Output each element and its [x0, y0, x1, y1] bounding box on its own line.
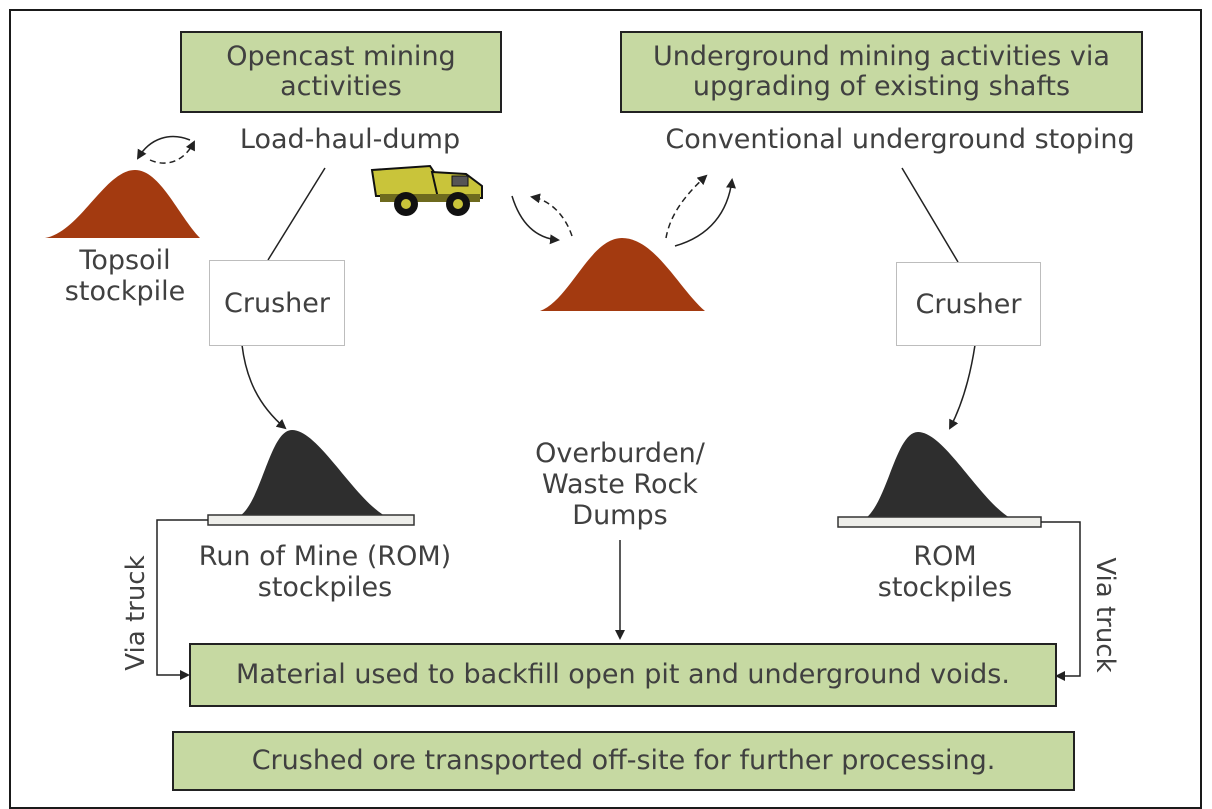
- haul-truck-icon: [370, 164, 483, 216]
- rom-right-label: ROM stockpiles: [877, 541, 1013, 603]
- underground-mining-box: Underground mining activities via upgrad…: [620, 31, 1143, 113]
- overburden-label: Overburden/ Waste Rock Dumps: [535, 438, 705, 531]
- waste-rock-pile-icon: [540, 238, 705, 311]
- conventional-stoping-label: Conventional underground stoping: [665, 124, 1135, 155]
- crusher-right-box: Crusher: [896, 262, 1041, 346]
- load-haul-dump-label: Load-haul-dump: [239, 124, 461, 155]
- backfill-box: Material used to backfill open pit and u…: [189, 643, 1057, 707]
- crusher-left-label: Crusher: [224, 287, 330, 319]
- underground-mining-text: Underground mining activities via upgrad…: [653, 41, 1110, 102]
- connector-layer: [45, 135, 1081, 681]
- rom-left-pile-icon: [207, 430, 415, 526]
- via-truck-right-label: Via truck: [1090, 557, 1120, 673]
- opencast-mining-box: Opencast mining activities: [180, 31, 502, 113]
- rom-right-pile-icon: [837, 432, 1042, 528]
- opencast-mining-text: Opencast mining activities: [226, 41, 456, 102]
- backfill-text: Material used to backfill open pit and u…: [236, 659, 1010, 690]
- rom-left-label: Run of Mine (ROM) stockpiles: [198, 541, 452, 603]
- via-truck-left-label: Via truck: [121, 555, 151, 671]
- crushed-ore-text: Crushed ore transported off-site for fur…: [251, 745, 996, 776]
- crushed-ore-box: Crushed ore transported off-site for fur…: [172, 731, 1075, 791]
- crusher-right-label: Crusher: [915, 288, 1022, 320]
- crusher-left-box: Crusher: [209, 260, 345, 346]
- mining-process-diagram: Opencast mining activities Underground m…: [9, 9, 1202, 809]
- topsoil-stockpile-label: Topsoil stockpile: [64, 245, 186, 307]
- topsoil-pile-icon: [45, 170, 200, 238]
